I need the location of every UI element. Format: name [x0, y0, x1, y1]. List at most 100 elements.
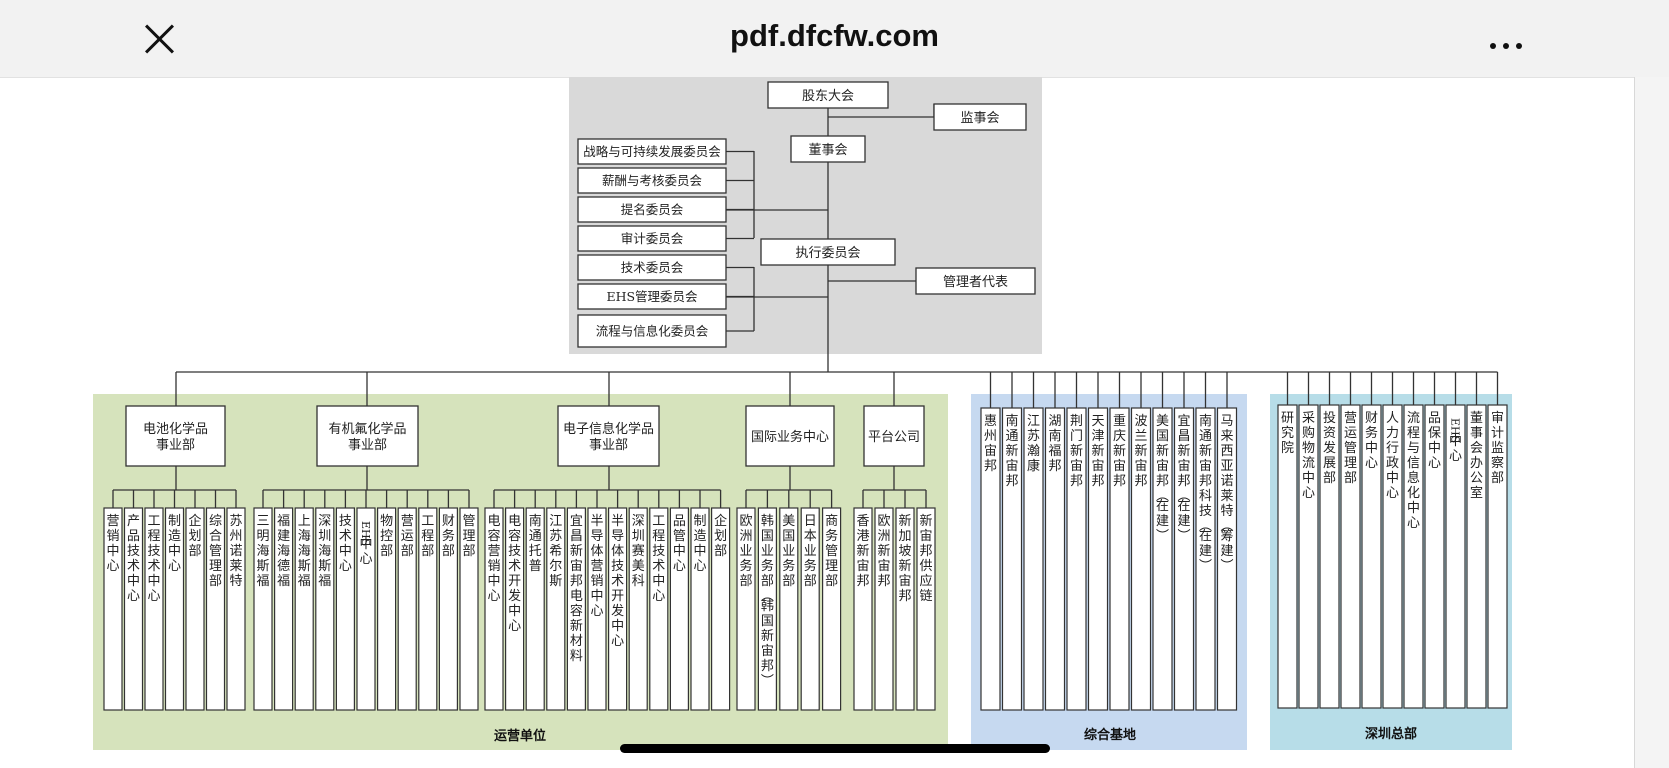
home-indicator[interactable]	[620, 744, 1050, 753]
svg-text:新: 新	[898, 558, 911, 574]
svg-text:控: 控	[380, 529, 393, 544]
svg-text:部: 部	[188, 544, 201, 559]
svg-text:上: 上	[298, 514, 311, 529]
svg-text:新: 新	[1113, 443, 1126, 459]
svg-text:心: 心	[1407, 516, 1420, 531]
svg-text:开: 开	[508, 574, 521, 589]
svg-text:赛: 赛	[632, 543, 645, 559]
svg-text:部: 部	[761, 574, 774, 589]
svg-text:发: 发	[508, 588, 521, 604]
svg-text:部: 部	[1323, 471, 1336, 486]
svg-text:程: 程	[652, 529, 665, 544]
svg-text:三: 三	[256, 514, 269, 529]
svg-text:苏: 苏	[549, 528, 562, 544]
headquarters-panel	[1270, 394, 1512, 750]
sub-dept-1-10: 管理部	[459, 507, 479, 711]
svg-text:事业部: 事业部	[348, 438, 387, 453]
svg-text:理: 理	[209, 559, 222, 574]
svg-text:︶: ︶	[1199, 559, 1212, 574]
svg-text:港: 港	[856, 529, 869, 544]
svg-text:南: 南	[1048, 428, 1061, 444]
svg-text:宙: 宙	[1199, 459, 1212, 474]
svg-text:容: 容	[487, 528, 500, 544]
committee-box-nomination: 提名委员会	[577, 196, 727, 223]
svg-text:容: 容	[570, 603, 583, 619]
svg-text:务: 务	[782, 558, 795, 574]
svg-text:术: 术	[147, 559, 160, 574]
svg-text:发: 发	[611, 603, 624, 619]
svg-text:建: 建	[1156, 514, 1169, 529]
svg-text:有机氟化学品: 有机氟化学品	[328, 421, 406, 437]
svg-text:保: 保	[1428, 426, 1441, 441]
svg-text:邦: 邦	[1134, 474, 1147, 489]
svg-text:技: 技	[339, 514, 352, 529]
svg-text:南: 南	[529, 513, 542, 529]
svg-text:新: 新	[1156, 443, 1169, 459]
svg-text:普: 普	[529, 559, 542, 574]
svg-text:邦: 邦	[1005, 474, 1018, 489]
svg-text:新: 新	[919, 513, 932, 529]
svg-text:供: 供	[919, 559, 932, 574]
svg-text:中: 中	[652, 574, 665, 589]
svg-text:圳: 圳	[318, 529, 331, 544]
svg-text:瀚: 瀚	[1027, 444, 1040, 459]
svg-text:销: 销	[106, 529, 119, 544]
sub-dept-0-4: 企划部	[185, 507, 205, 711]
browser-top-bar: pdf.dfcfw.com	[0, 0, 1669, 78]
svg-text:中: 中	[147, 574, 160, 589]
svg-text:福: 福	[318, 574, 331, 589]
svg-text:福: 福	[277, 514, 290, 529]
svg-text:研: 研	[1281, 411, 1294, 426]
committee-box-compensation: 薪酬与考核委员会	[577, 167, 727, 194]
svg-text:资: 资	[1323, 426, 1336, 441]
svg-text:息: 息	[1407, 470, 1420, 486]
svg-text:中: 中	[693, 544, 706, 559]
svg-text:容: 容	[508, 528, 521, 544]
svg-text:管: 管	[1344, 441, 1357, 456]
svg-text:与: 与	[1407, 441, 1420, 456]
svg-text:邦: 邦	[570, 574, 583, 589]
svg-text:诺: 诺	[1220, 474, 1233, 489]
svg-text:心: 心	[1302, 486, 1315, 501]
svg-text:邦: 邦	[1199, 474, 1212, 489]
svg-text:斯: 斯	[256, 559, 269, 574]
svg-text:宙: 宙	[761, 644, 774, 659]
svg-text:管理者代表: 管理者代表	[943, 275, 1008, 290]
svg-text:斯: 斯	[549, 574, 562, 589]
svg-text:理: 理	[825, 559, 838, 574]
more-options-icon[interactable]	[1490, 34, 1530, 49]
shareholders-box: 股东大会	[767, 81, 889, 109]
svg-text:部: 部	[421, 544, 434, 559]
svg-text:中: 中	[1428, 441, 1441, 456]
svg-text:政: 政	[1386, 456, 1399, 471]
svg-text:电池化学品: 电池化学品	[143, 421, 208, 437]
svg-text:务: 务	[442, 528, 455, 544]
svg-text:务: 务	[825, 528, 838, 544]
svg-text:中: 中	[1407, 501, 1420, 516]
svg-text:流: 流	[1407, 411, 1420, 426]
svg-text:技: 技	[652, 544, 665, 559]
svg-text:品: 品	[673, 514, 686, 529]
svg-text:产: 产	[127, 514, 140, 529]
svg-text:新: 新	[1177, 443, 1190, 459]
svg-text:南: 南	[1199, 413, 1212, 429]
svg-text:宙: 宙	[919, 529, 932, 544]
svg-text:湖: 湖	[1048, 414, 1061, 429]
svg-text:中: 中	[106, 544, 119, 559]
svg-text:务: 务	[761, 558, 774, 574]
